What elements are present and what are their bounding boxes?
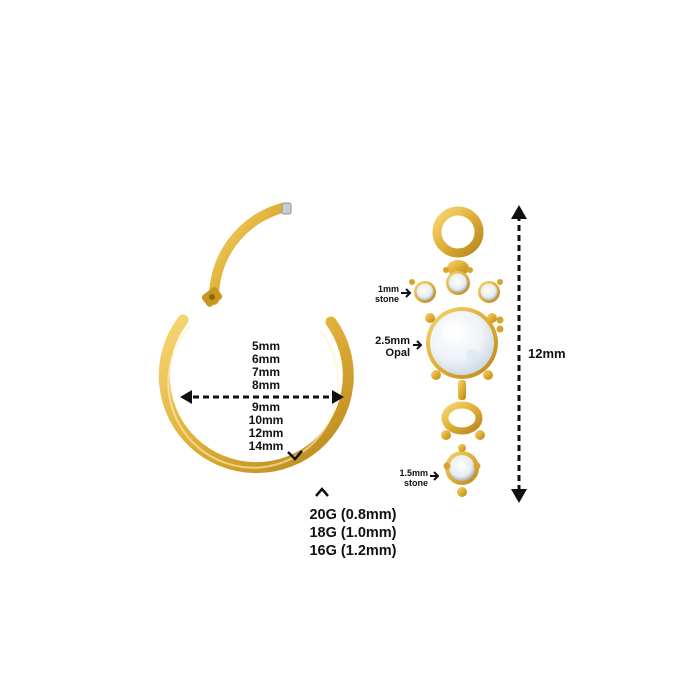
- charm-length-label: 12mm: [528, 346, 566, 361]
- gauge-label-16g: 16G (1.2mm): [309, 543, 397, 559]
- ring-post-tip: [281, 202, 292, 215]
- diameter-label-12mm: 12mm: [248, 426, 284, 440]
- top-stones: [409, 267, 503, 303]
- bottom-stone-size-label: 1.5mm: [399, 468, 428, 478]
- arrow-left-icon: [180, 390, 192, 404]
- charm: [409, 206, 504, 497]
- top-stone-type-label: stone: [374, 294, 399, 304]
- diameter-label-5mm: 5mm: [251, 339, 280, 353]
- diameter-label-9mm: 9mm: [251, 400, 280, 414]
- top-stone-pointer-icon: [401, 288, 412, 298]
- opal-pointer-icon: [413, 340, 423, 350]
- diameter-label-6mm: 6mm: [251, 352, 280, 366]
- ring-hinge-segment: [208, 203, 287, 305]
- opal-stone: [430, 311, 494, 375]
- arrow-down-icon: [511, 489, 527, 503]
- gauge-label-20g: 20G (0.8mm): [309, 507, 397, 523]
- opal-size-label: 2.5mm: [375, 335, 410, 347]
- diameter-label-14mm: 14mm: [248, 439, 284, 453]
- bottom-stone-type-label: stone: [403, 478, 428, 488]
- hinged-ring: [158, 202, 354, 474]
- top-stone-size-label: 1mm: [377, 284, 399, 294]
- diameter-label-7mm: 7mm: [251, 365, 280, 379]
- charm-loop: [432, 206, 484, 258]
- outer-edge-chevron-icon: [315, 487, 329, 497]
- diameter-label-10mm: 10mm: [248, 413, 284, 427]
- inner-edge-chevron-icon: [287, 450, 303, 461]
- bottom-stone-pointer-icon: [430, 471, 440, 481]
- arrow-right-icon: [332, 390, 344, 404]
- gauge-label-18g: 18G (1.0mm): [309, 525, 397, 541]
- bottom-stone: [449, 455, 475, 481]
- opal-type-label: Opal: [385, 347, 410, 359]
- arrow-up-icon: [511, 205, 527, 219]
- diameter-label-8mm: 8mm: [251, 378, 280, 392]
